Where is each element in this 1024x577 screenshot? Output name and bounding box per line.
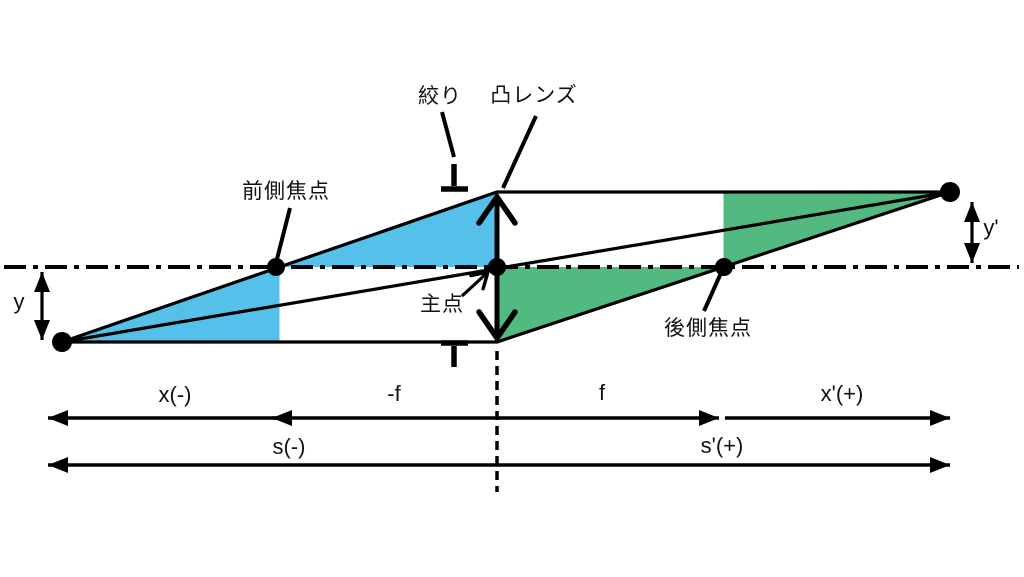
rear-focal-point-label: 後側焦点: [664, 317, 752, 340]
s-distance-label: s(-): [272, 434, 306, 459]
principal-point-leader-arrow: [460, 269, 491, 298]
rear-focal-point-dot: [715, 258, 733, 276]
aperture-leader-line: [440, 111, 456, 158]
principal-point-label: 主点: [420, 293, 464, 316]
front-focal-point-dot: [267, 258, 285, 276]
convex-lens-label: 凸レンズ: [490, 84, 578, 107]
s-prime-distance-label: s'(+): [700, 433, 744, 458]
front-focal-leader-line: [275, 207, 292, 260]
image-height-label: y': [983, 215, 999, 240]
x-prime-distance-label: x'(+): [820, 381, 864, 406]
object-point-dot: [52, 332, 72, 352]
x-distance-label: x(-): [158, 382, 192, 407]
f-distance-label: f: [598, 380, 606, 405]
rear-focal-leader-line: [702, 272, 723, 312]
front-focal-point-label: 前側焦点: [242, 180, 330, 203]
minus-f-distance-label: -f: [387, 381, 401, 406]
focal-ray: [61, 190, 950, 344]
image-point-dot: [940, 182, 960, 202]
object-height-label: y: [13, 289, 25, 314]
principal-point-dot: [488, 258, 506, 276]
convex-lens-leader-line: [501, 115, 538, 189]
aperture-label: 絞り: [418, 85, 462, 108]
